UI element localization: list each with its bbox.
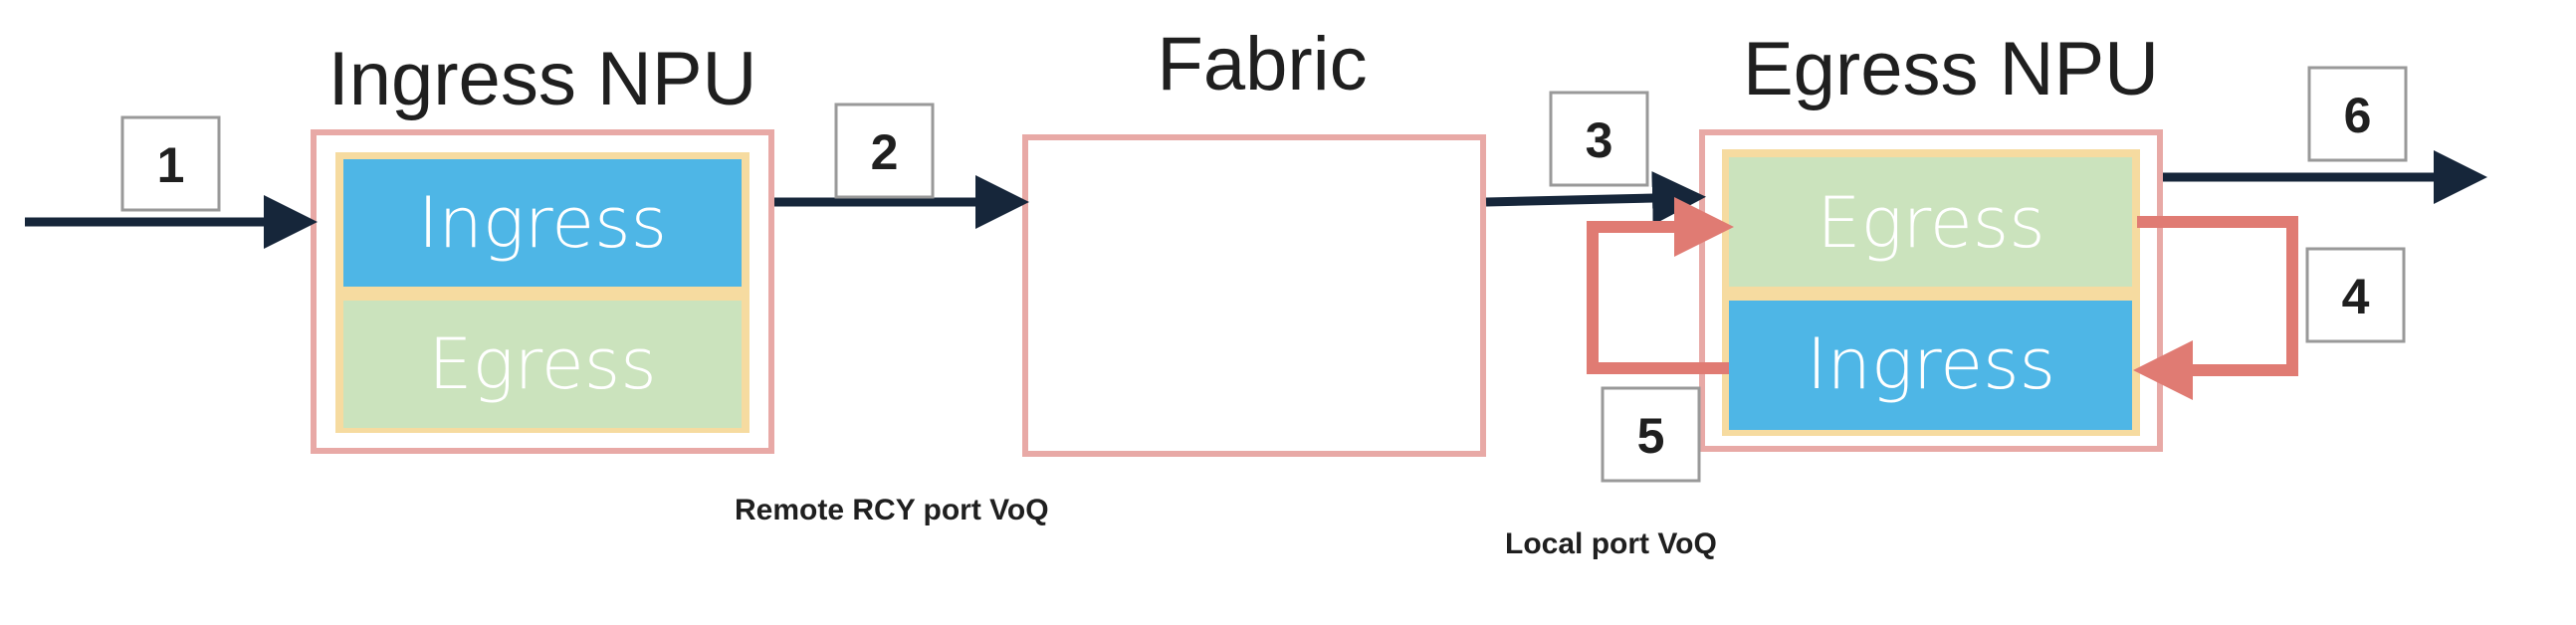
step-box-4 [2305,247,2406,343]
step-box-1 [120,115,221,212]
step-label-5: 5 [1637,408,1665,464]
step-box-6 [2307,66,2408,162]
egress-npu-egress-block [1729,157,2132,287]
egress-npu-egress-label: Egress [1817,182,2044,264]
step-label-3: 3 [1586,112,1613,168]
step-label-6: 6 [2344,88,2372,143]
step-label-2: 2 [871,124,899,180]
local-voq-note: Local port VoQ [1505,527,1717,560]
arrow-5-recycle-left [1587,197,1734,374]
ingress-npu-ingress-block [343,159,742,287]
ingress-npu-egress-block [343,301,742,428]
step-box-5 [1601,386,1701,483]
ingress-npu-egress-label: Egress [428,323,656,405]
ingress-npu-title: Ingress NPU [328,37,757,121]
egress-npu-ingress-label: Ingress [1807,323,2055,405]
arrow-4-recycle-right [2133,216,2298,400]
step-label-4: 4 [2342,269,2370,324]
remote-voq-note: Remote RCY port VoQ [735,494,1049,526]
fabric-title: Fabric [1157,22,1367,106]
step-box-2 [834,103,935,199]
arrow-3-to-egress [1485,171,1706,226]
fabric-box [1022,134,1486,457]
step-box-3 [1549,91,1649,187]
egress-npu-title: Egress NPU [1743,27,2159,111]
egress-npu-ingress-block [1729,301,2132,430]
step-label-1: 1 [157,137,185,193]
ingress-npu-ingress-label: Ingress [418,182,667,264]
